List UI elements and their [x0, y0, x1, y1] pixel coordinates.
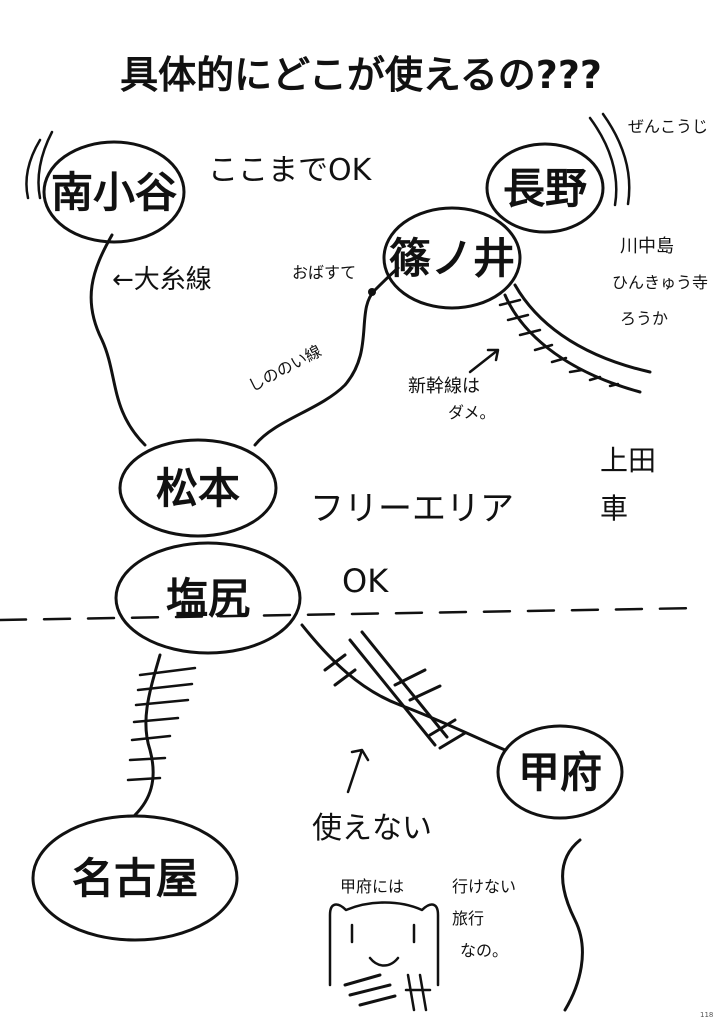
- shinkansen-arrow: [468, 348, 500, 374]
- page-title: 具体的にどこが使えるの???: [120, 53, 602, 97]
- note-oito-line: ←大糸線: [112, 265, 212, 295]
- shinonoi-line-track: [253, 266, 400, 447]
- kofu-beyond-track: [561, 838, 584, 1012]
- oito-line-track: [89, 233, 147, 447]
- station-label-nagoya: 名古屋: [72, 854, 198, 903]
- note-ueda-2: 車: [600, 492, 628, 525]
- station-shiojiri: 塩尻: [114, 541, 302, 655]
- zenkoji-arcs: [588, 112, 631, 207]
- station-matsumoto: 松本: [118, 438, 278, 538]
- station-label-minami-otari: 南小谷: [51, 168, 177, 217]
- chuo-line-nagoya-track: [133, 653, 162, 817]
- note-tsukaenai: 使えない: [312, 811, 432, 846]
- note-ikenai-1: 行けない: [452, 877, 516, 896]
- note-kawanakajima-3: ろうか: [620, 309, 668, 328]
- station-label-nagano: 長野: [503, 164, 587, 213]
- obasute-point: [368, 288, 376, 296]
- chuo-line-kofu-track: [300, 623, 507, 752]
- note-shinkansen-2: ダメ。: [448, 403, 496, 422]
- station-nagano: 長野: [485, 142, 605, 234]
- station-label-shiojiri: 塩尻: [166, 574, 250, 623]
- station-label-shinonoi: 篠ノ井: [389, 234, 515, 283]
- shinkansen-track-2: [513, 283, 652, 374]
- shinkansen-track: [503, 293, 642, 394]
- station-kofu: 甲府: [496, 724, 624, 820]
- note-ok: OK: [342, 562, 389, 600]
- station-label-matsumoto: 松本: [156, 464, 240, 513]
- station-minami-otari: 南小谷: [42, 140, 186, 244]
- note-kawanakajima-1: 川中島: [620, 236, 674, 257]
- note-zenkoji: ぜんこうじ: [628, 117, 708, 136]
- note-obasute: おばすて: [292, 263, 356, 282]
- station-shinonoi: 篠ノ井: [382, 206, 522, 310]
- note-free-area: フリーエリア: [310, 489, 514, 529]
- cat-doodle-icon: [328, 901, 440, 1012]
- note-ikenai-3: なの。: [460, 941, 508, 960]
- note-ikenai-2: 旅行: [452, 909, 484, 928]
- note-shinonoi-line: しののい線: [245, 341, 325, 395]
- barrier-crosses: [323, 630, 467, 750]
- tsukaenai-arrow: [346, 748, 370, 794]
- note-kawanakajima-2: ひんきゅう寺: [612, 273, 708, 292]
- free-area-boundary: [0, 606, 702, 622]
- note-shinkansen-1: 新幹線は: [408, 376, 480, 397]
- minami-otari-arcs: [25, 130, 54, 200]
- station-label-kofu: 甲府: [518, 748, 602, 797]
- station-nagoya: 名古屋: [31, 814, 239, 942]
- note-kofu: 甲府には: [340, 877, 404, 896]
- note-ueda-1: 上田: [600, 444, 656, 477]
- shinkansen-hatches: [498, 298, 620, 388]
- page-number: 118: [700, 1011, 713, 1019]
- note-koko-made-ok: ここまでOK: [208, 153, 373, 188]
- nagoya-track-hatches: [126, 666, 197, 782]
